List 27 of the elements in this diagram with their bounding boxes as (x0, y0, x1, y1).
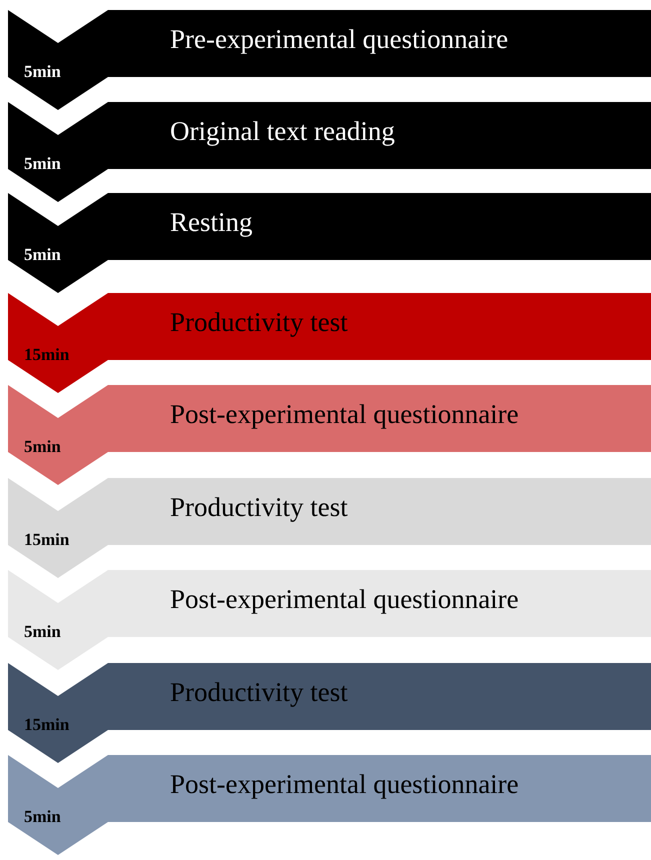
duration-label: 5min (24, 245, 61, 265)
duration-label: 5min (24, 622, 61, 642)
step-label: Productivity test (170, 677, 348, 708)
duration-tab (8, 570, 108, 670)
duration-tab (8, 663, 108, 763)
duration-tab (8, 293, 108, 393)
step-label: Post-experimental questionnaire (170, 769, 519, 800)
step-label: Original text reading (170, 116, 395, 147)
duration-label: 5min (24, 807, 61, 827)
duration-label: 5min (24, 437, 61, 457)
step-label: Post-experimental questionnaire (170, 584, 519, 615)
step-label: Resting (170, 207, 253, 238)
duration-tab (8, 10, 108, 110)
duration-tab (8, 385, 108, 485)
step-label: Post-experimental questionnaire (170, 399, 519, 430)
step-label: Pre-experimental questionnaire (170, 24, 508, 55)
duration-tab (8, 102, 108, 202)
step-label: Productivity test (170, 492, 348, 523)
duration-tab (8, 478, 108, 578)
duration-label: 15min (24, 530, 70, 550)
step-label: Productivity test (170, 307, 348, 338)
duration-tab (8, 755, 108, 855)
duration-label: 5min (24, 154, 61, 174)
duration-label: 15min (24, 715, 70, 735)
duration-label: 15min (24, 345, 70, 365)
duration-label: 5min (24, 62, 61, 82)
duration-tab (8, 193, 108, 293)
